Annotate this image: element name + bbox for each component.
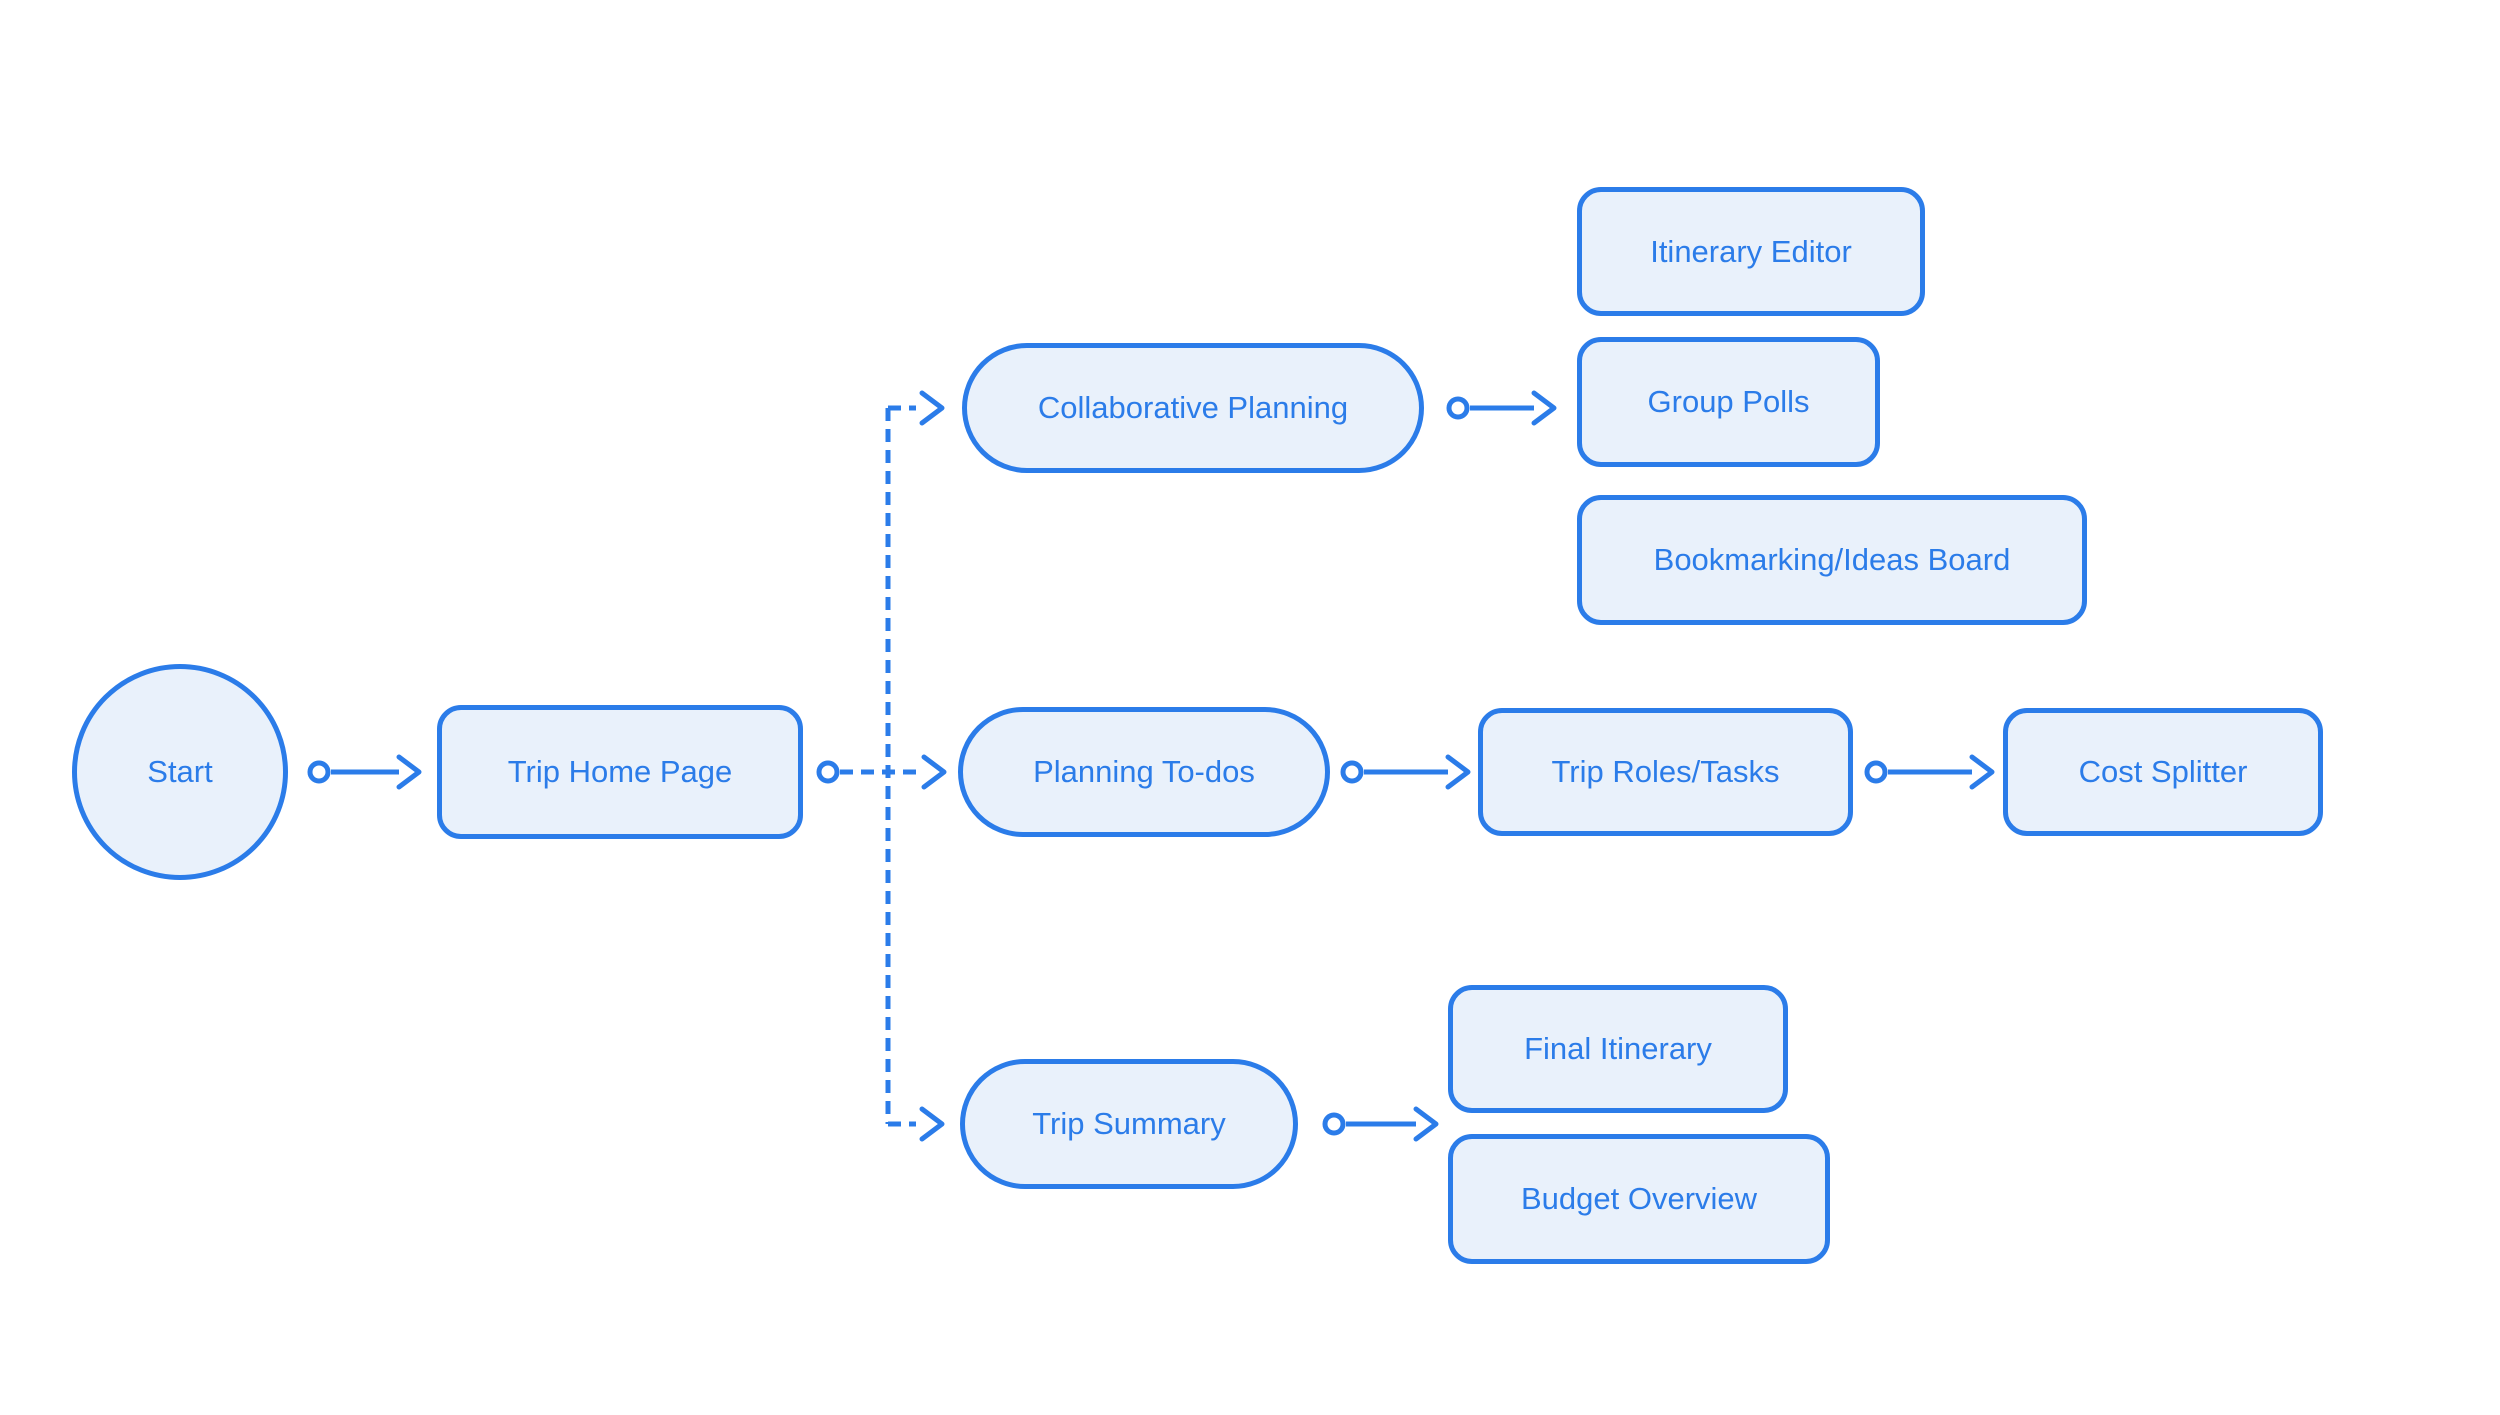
node-label: Final Itinerary — [1524, 1031, 1712, 1066]
arrowhead-icon — [1445, 754, 1471, 790]
node-label: Itinerary Editor — [1650, 233, 1852, 269]
edge-start-to-trip-home-page[interactable] — [307, 754, 422, 790]
node-label: Group Polls — [1647, 384, 1810, 419]
node-label: Trip Home Page — [507, 754, 733, 789]
arrowhead-icon — [1531, 390, 1557, 426]
node-label: Cost Splitter — [2078, 754, 2248, 789]
node-label: Trip Roles/Tasks — [1551, 754, 1780, 789]
edge-trip-summary-to-summary-pages[interactable] — [1322, 1106, 1439, 1142]
node-itinerary-editor[interactable]: Itinerary Editor — [1577, 187, 1925, 316]
node-trip-summary[interactable]: Trip Summary — [960, 1059, 1298, 1189]
arrowhead-icon — [1969, 754, 1995, 790]
arrowhead-icon — [919, 390, 945, 426]
arrowhead-icon — [396, 754, 422, 790]
edge-collaborative-planning-to-group-polls[interactable] — [1446, 390, 1557, 426]
node-start[interactable]: Start — [72, 664, 288, 880]
edge-trip-roles-tasks-to-cost-splitter[interactable] — [1864, 754, 1995, 790]
node-bookmarking-ideas-board[interactable]: Bookmarking/Ideas Board — [1577, 495, 2087, 625]
edge-source-dot — [1864, 760, 1888, 784]
node-trip-home-page[interactable]: Trip Home Page — [437, 705, 803, 839]
arrowhead-icon — [921, 754, 947, 790]
node-trip-roles-tasks[interactable]: Trip Roles/Tasks — [1478, 708, 1853, 836]
node-cost-splitter[interactable]: Cost Splitter — [2003, 708, 2323, 836]
edge-source-dot — [1340, 760, 1364, 784]
edge-planning-to-dos-to-trip-roles-tasks[interactable] — [1340, 754, 1471, 790]
node-label: Trip Summary — [1032, 1106, 1226, 1141]
edge-trip-home-page-to-trip-summary[interactable] — [888, 1106, 945, 1142]
edge-trip-home-page-to-planning-to-dos[interactable] — [816, 754, 947, 790]
node-label: Planning To-dos — [1033, 754, 1255, 789]
node-label: Collaborative Planning — [1037, 390, 1349, 425]
node-budget-overview[interactable]: Budget Overview — [1448, 1134, 1830, 1264]
node-final-itinerary[interactable]: Final Itinerary — [1448, 985, 1788, 1113]
node-group-polls[interactable]: Group Polls — [1577, 337, 1880, 467]
edge-trip-home-page-to-collaborative-planning[interactable] — [888, 390, 945, 426]
arrowhead-icon — [919, 1106, 945, 1142]
node-label: Bookmarking/Ideas Board — [1653, 542, 2011, 577]
edge-source-dot — [307, 760, 331, 784]
node-label: Start — [147, 754, 213, 789]
edge-source-dot — [1322, 1112, 1346, 1136]
arrowhead-icon — [1413, 1106, 1439, 1142]
edge-source-dot — [1446, 396, 1470, 420]
node-label: Budget Overview — [1520, 1181, 1758, 1216]
edge-source-dot — [816, 760, 840, 784]
node-planning-to-dos[interactable]: Planning To-dos — [958, 707, 1330, 837]
node-collaborative-planning[interactable]: Collaborative Planning — [962, 343, 1424, 473]
